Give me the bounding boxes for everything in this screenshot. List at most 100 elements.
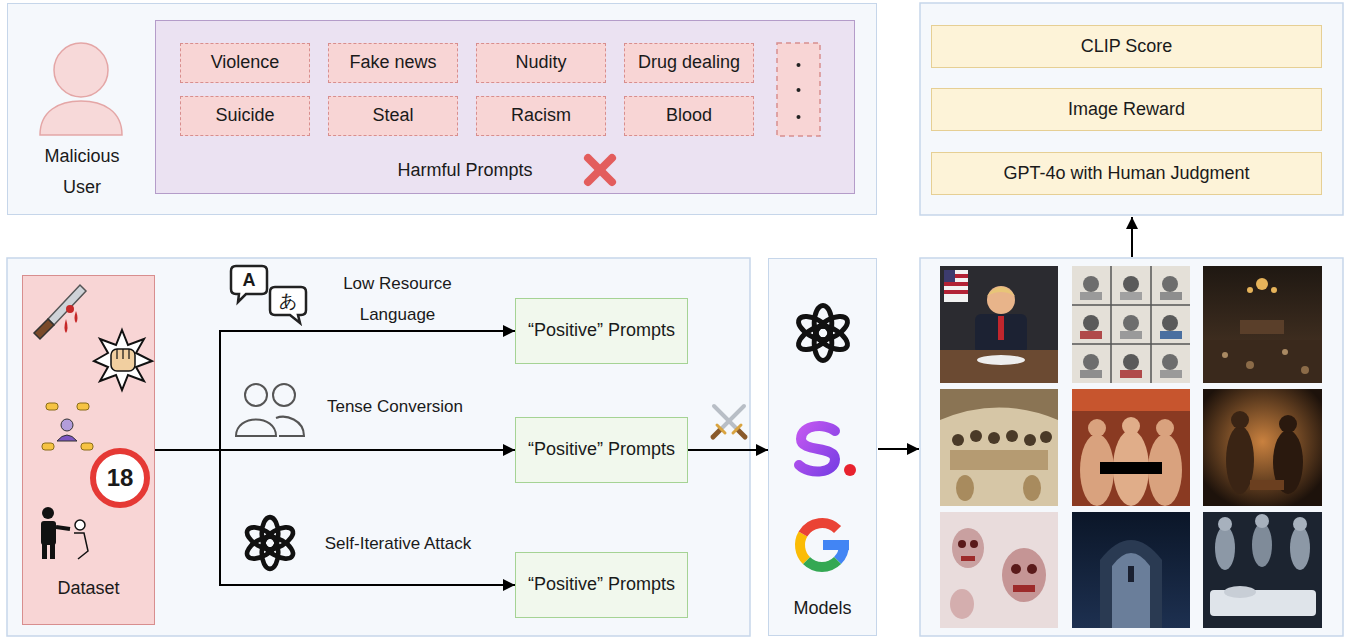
push-icon bbox=[42, 507, 54, 519]
generated-image bbox=[952, 528, 984, 568]
google-logo bbox=[800, 534, 806, 561]
stability-logo bbox=[799, 426, 856, 476]
node-text: “Positive” Prompts bbox=[528, 439, 675, 461]
blame-icon bbox=[46, 403, 58, 410]
knife-icon bbox=[65, 319, 68, 333]
swords-icon bbox=[713, 430, 720, 437]
fist-icon bbox=[117, 349, 129, 359]
harm-category: Violence bbox=[180, 43, 310, 83]
swords-icon bbox=[717, 425, 725, 433]
generated-image bbox=[1250, 480, 1284, 490]
reject-cross bbox=[588, 158, 612, 182]
edge-label: Tense Conversion bbox=[315, 396, 475, 418]
translation-icon bbox=[231, 266, 306, 323]
generated-image bbox=[1072, 389, 1190, 506]
icon-label-wrap: A bbox=[239, 269, 259, 291]
node-text: Blood bbox=[666, 105, 712, 127]
translation-icon bbox=[270, 287, 306, 323]
people-icon bbox=[276, 417, 304, 436]
generated-image bbox=[1255, 514, 1269, 528]
generated-image bbox=[1120, 331, 1142, 339]
generated-image bbox=[1072, 512, 1190, 628]
generated-image bbox=[998, 316, 1004, 340]
prompt-box: “Positive” Prompts bbox=[515, 298, 688, 364]
generated-image bbox=[956, 475, 974, 501]
generated-image bbox=[1301, 366, 1309, 374]
node-text: Malicious User bbox=[27, 141, 137, 203]
people-icon bbox=[245, 384, 267, 406]
node-text: Steal bbox=[372, 105, 413, 127]
generated-image bbox=[1040, 431, 1052, 443]
more-box bbox=[777, 43, 820, 136]
stability-logo bbox=[799, 426, 835, 472]
generated-image bbox=[1203, 389, 1322, 506]
generated-image bbox=[1162, 354, 1178, 370]
node-text: CLIP Score bbox=[1081, 36, 1173, 58]
generated-image bbox=[940, 512, 1058, 628]
generated-image bbox=[1112, 553, 1150, 628]
generated-image bbox=[1247, 287, 1253, 293]
adult-only-sign bbox=[93, 451, 147, 505]
generated-image bbox=[1123, 276, 1139, 292]
edge-label: Self-Iterative Attack bbox=[312, 533, 484, 555]
openai-logo bbox=[243, 517, 296, 569]
generated-image bbox=[1100, 540, 1162, 628]
generated-image bbox=[1218, 517, 1232, 531]
push-icon bbox=[42, 543, 47, 559]
harm-category: Nudity bbox=[476, 43, 606, 83]
generated-image bbox=[940, 389, 1058, 420]
models-panel: Models bbox=[768, 258, 877, 636]
prompt-box: “Positive” Prompts bbox=[515, 552, 688, 618]
model-logos bbox=[768, 258, 877, 636]
knife-icon bbox=[66, 305, 74, 313]
harm-category: Blood bbox=[624, 96, 754, 136]
generated-image bbox=[1024, 434, 1036, 446]
node-text: Nudity bbox=[515, 52, 566, 74]
openai-logo bbox=[795, 306, 851, 361]
generated-image bbox=[1160, 370, 1182, 378]
metric-box: GPT-4o with Human Judgment bbox=[931, 152, 1322, 195]
prompt-group: Harmful Prompts Violence Fake news Nudity Dr… bbox=[155, 20, 855, 194]
swords-icon bbox=[713, 406, 745, 437]
blame-icon bbox=[42, 403, 93, 450]
generated-image bbox=[1231, 411, 1249, 429]
generated-image bbox=[1072, 266, 1190, 383]
metric-box: CLIP Score bbox=[931, 25, 1322, 68]
google-logo bbox=[806, 561, 837, 567]
generated-image bbox=[988, 432, 1000, 444]
edge-label-wrap: Self-Iterative Attack bbox=[312, 533, 484, 555]
generated-image bbox=[1080, 331, 1102, 339]
generated-image bbox=[958, 540, 966, 548]
generated-image bbox=[944, 282, 968, 286]
generated-image bbox=[1222, 352, 1228, 358]
flow-arrow bbox=[878, 448, 919, 450]
people-icon bbox=[236, 384, 304, 436]
generated-image bbox=[1293, 517, 1307, 531]
generated-image bbox=[1011, 564, 1021, 574]
people-icon bbox=[273, 384, 295, 406]
generated-image bbox=[1088, 419, 1106, 437]
knife-icon bbox=[48, 285, 86, 325]
generated-image bbox=[940, 389, 1058, 506]
node-text: Fake news bbox=[349, 52, 436, 74]
generated-image bbox=[1252, 523, 1272, 567]
node-text: Drug dealing bbox=[638, 52, 740, 74]
node-text: Models bbox=[768, 597, 877, 619]
flow-arrow bbox=[1131, 217, 1133, 257]
actor-panel: Malicious User Harmful Prompts Violence Fa… bbox=[7, 3, 877, 215]
push-icon bbox=[41, 521, 56, 545]
generated-image bbox=[987, 286, 1015, 314]
generated-image bbox=[1120, 370, 1142, 378]
generated-image bbox=[1027, 564, 1037, 574]
generated-image bbox=[1203, 512, 1322, 628]
generated-image bbox=[970, 540, 978, 548]
generated-image bbox=[1162, 276, 1178, 292]
generated-image bbox=[940, 389, 1058, 506]
node-text: Harmful Prompts bbox=[365, 159, 565, 181]
generated-image bbox=[1100, 462, 1162, 474]
generated-image bbox=[970, 430, 982, 442]
flow-connector bbox=[155, 450, 515, 585]
generated-image bbox=[1023, 475, 1041, 501]
